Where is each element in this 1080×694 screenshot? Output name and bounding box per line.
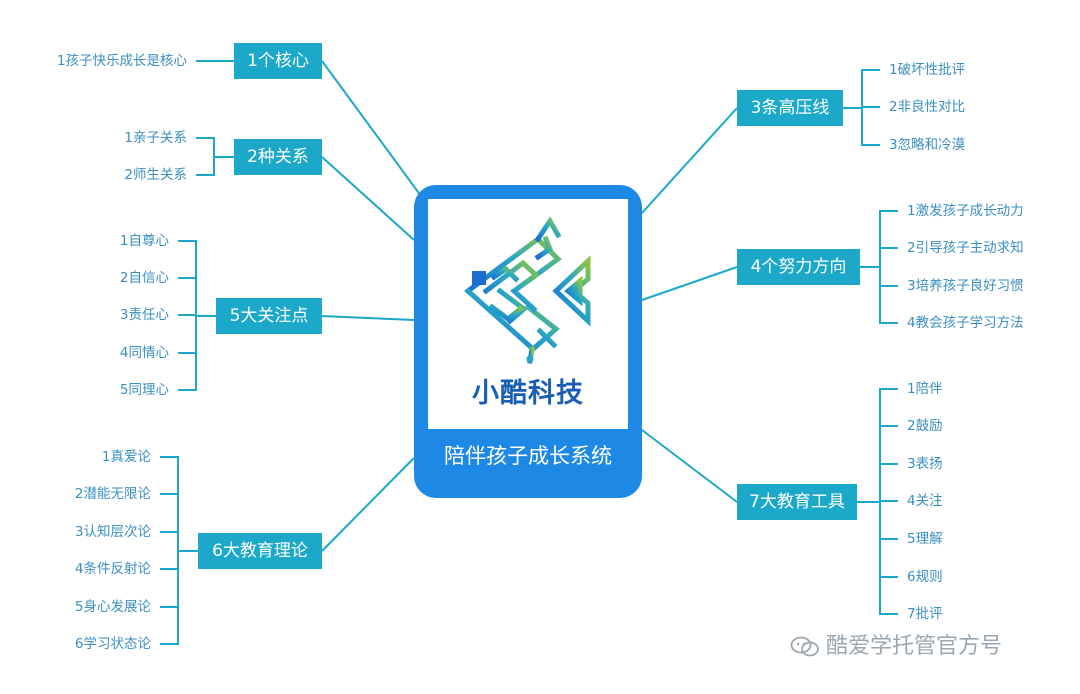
wechat-icon	[790, 636, 819, 657]
center-node: 小酷科技 陪伴孩子成长系统	[414, 185, 642, 498]
leaf-efforts-2: 2引导孩子主动求知	[907, 240, 1024, 256]
leaf-efforts-4: 4教会孩子学习方法	[907, 315, 1024, 331]
leaf-tools-2: 2鼓励	[907, 418, 943, 434]
leaf-relations-2: 2师生关系	[124, 167, 187, 183]
branch-redlines: 3条高压线	[737, 90, 843, 126]
leaf-attention-4: 4同情心	[119, 345, 169, 361]
leaf-theories-1: 1真爱论	[101, 449, 151, 465]
watermark-text: 酷爱学托管官方号	[826, 634, 1003, 659]
leaf-attention-5: 5同理心	[119, 382, 169, 398]
leaf-redlines-2: 2非良性对比	[889, 99, 966, 115]
branch-attention: 5大关注点	[216, 298, 322, 334]
leaf-tools-4: 4关注	[907, 493, 943, 509]
branch-core: 1个核心	[234, 43, 322, 79]
leaf-theories-4: 4条件反射论	[74, 561, 151, 577]
leaf-attention-2: 2自信心	[119, 270, 169, 286]
branch-tools: 7大教育工具	[737, 484, 857, 520]
leaf-core-1: 1孩子快乐成长是核心	[56, 53, 187, 69]
leaf-efforts-1: 1激发孩子成长动力	[907, 203, 1024, 219]
leaf-theories-6: 6学习状态论	[74, 636, 151, 652]
watermark: 酷爱学托管官方号	[790, 632, 1002, 662]
leaf-tools-6: 6规则	[907, 569, 943, 585]
branch-efforts: 4个努力方向	[737, 249, 860, 285]
leaf-tools-3: 3表扬	[907, 456, 943, 472]
leaf-redlines-1: 1破坏性批评	[889, 62, 966, 78]
center-title: 陪伴孩子成长系统	[444, 444, 612, 468]
leaf-efforts-3: 3培养孩子良好习惯	[907, 278, 1024, 294]
branch-theories: 6大教育理论	[198, 533, 322, 569]
leaf-theories-5: 5身心发展论	[74, 599, 151, 615]
leaf-attention-3: 3责任心	[119, 307, 169, 323]
leaf-tools-5: 5理解	[907, 531, 943, 547]
logo-panel: 小酷科技	[428, 199, 628, 429]
leaf-theories-2: 2潜能无限论	[74, 486, 151, 502]
brand-name: 小酷科技	[472, 378, 584, 409]
leaf-relations-1: 1亲子关系	[124, 130, 187, 146]
leaf-attention-1: 1自尊心	[119, 233, 169, 249]
fish-maze-logo-icon	[464, 216, 591, 364]
branch-relations: 2种关系	[234, 139, 322, 175]
leaf-redlines-3: 3忽略和冷漠	[889, 137, 966, 153]
leaf-tools-7: 7批评	[907, 606, 943, 622]
leaf-tools-1: 1陪伴	[907, 381, 943, 397]
leaf-theories-3: 3认知层次论	[74, 524, 151, 540]
